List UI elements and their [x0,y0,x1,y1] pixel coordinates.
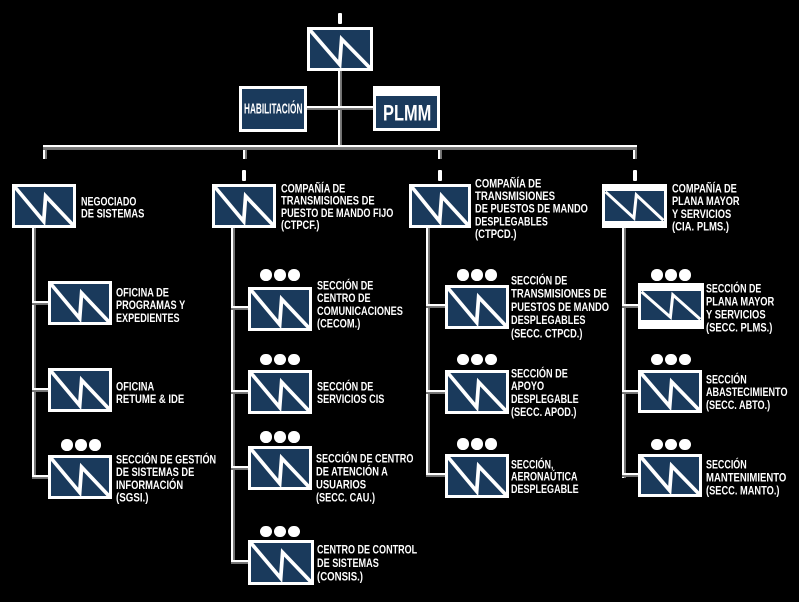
svg-text:ABASTECIMIENTO: ABASTECIMIENTO [706,386,788,399]
svg-text:NEGOCIADO: NEGOCIADO [81,195,136,208]
svg-text:SECCIÓN: SECCIÓN [706,373,747,386]
svg-text:DE SISTEMAS: DE SISTEMAS [317,557,379,570]
svg-text:AERONAÚTICA: AERONAÚTICA [511,471,578,484]
svg-text:DE ATENCIÓN A: DE ATENCIÓN A [316,466,388,479]
svg-text:SECCIÓN DE: SECCIÓN DE [511,367,568,380]
svg-text:HABILITACIÓN: HABILITACIÓN [244,100,302,118]
svg-text:(SECC. MANTO.): (SECC. MANTO.) [706,484,780,497]
svg-text:(SECC. CAU.): (SECC. CAU.) [316,492,375,505]
svg-text:DESPLEGABLES: DESPLEGABLES [511,314,586,327]
svg-text:SECCIÓN,: SECCIÓN, [511,459,553,472]
svg-text:DE SISTEMAS DE: DE SISTEMAS DE [116,466,195,479]
svg-text:USUARIOS: USUARIOS [316,479,366,492]
svg-text:SECCIÓN DE: SECCIÓN DE [317,279,374,292]
svg-text:TRANSMISIONES DE: TRANSMISIONES DE [281,195,375,208]
svg-text:DE SISTEMAS: DE SISTEMAS [81,208,145,221]
svg-text:(CONSIS.): (CONSIS.) [317,571,363,584]
svg-text:APOYO: APOYO [511,380,544,393]
svg-text:PUESTO DE MANDO FIJO: PUESTO DE MANDO FIJO [281,207,393,220]
svg-text:COMPAÑÍA DE: COMPAÑÍA DE [475,177,542,190]
svg-text:DESPLEGABLE: DESPLEGABLE [511,484,579,497]
svg-text:SECCIÓN DE GESTIÓN: SECCIÓN DE GESTIÓN [116,454,216,467]
svg-text:CENTRO DE CONTROL: CENTRO DE CONTROL [317,544,417,557]
svg-text:MANTENIMIENTO: MANTENIMIENTO [706,471,786,484]
svg-text:(CTPCD.): (CTPCD.) [475,228,517,241]
svg-text:COMPAÑÍA DE: COMPAÑÍA DE [281,183,346,196]
svg-text:TRANSMISIONES DE: TRANSMISIONES DE [511,287,607,300]
svg-text:COMUNICACIONES: COMUNICACIONES [317,305,403,318]
svg-text:(SECC. PLMS.): (SECC. PLMS.) [706,321,773,334]
svg-text:PLANA MAYOR: PLANA MAYOR [706,295,775,308]
svg-text:PUESTOS DE MANDO: PUESTOS DE MANDO [511,301,609,314]
svg-text:SECCIÓN DE CENTRO: SECCIÓN DE CENTRO [316,453,413,466]
svg-text:SECCIÓN DE: SECCIÓN DE [511,274,568,287]
svg-text:DE PUESTOS DE MANDO: DE PUESTOS DE MANDO [475,202,588,215]
svg-text:SECCIÓN: SECCIÓN [706,458,747,471]
svg-text:Y SERVICIOS: Y SERVICIOS [706,308,766,321]
svg-text:(CECOM.): (CECOM.) [317,318,360,331]
svg-text:DESPLEGABLES: DESPLEGABLES [475,215,548,228]
svg-text:(SECC. APOD.): (SECC. APOD.) [511,406,577,419]
svg-text:(CIA. PLMS.): (CIA. PLMS.) [672,220,729,233]
svg-text:CENTRO DE: CENTRO DE [317,292,371,305]
svg-text:SERVICIOS CIS: SERVICIOS CIS [317,393,385,406]
svg-text:(CTPCF.): (CTPCF.) [281,220,320,233]
svg-text:TRANSMISIONES: TRANSMISIONES [475,190,555,203]
svg-text:EXPEDIENTES: EXPEDIENTES [116,312,180,325]
svg-text:DESPLEGABLE: DESPLEGABLE [511,393,579,406]
svg-text:INFORMACIÓN: INFORMACIÓN [116,479,183,492]
svg-text:(SECC. CTPCD.): (SECC. CTPCD.) [511,327,583,340]
svg-text:PROGRAMAS Y: PROGRAMAS Y [116,299,185,312]
svg-text:SECCIÓN DE: SECCIÓN DE [317,380,374,393]
svg-text:PLMM: PLMM [383,101,431,126]
svg-text:Y SERVICIOS: Y SERVICIOS [672,208,731,221]
svg-text:OFICINA DE: OFICINA DE [116,287,169,300]
svg-text:RETUME & IDE: RETUME & IDE [116,393,184,406]
svg-text:(SGSI.): (SGSI.) [116,492,149,505]
svg-text:PLANA MAYOR: PLANA MAYOR [672,195,740,208]
svg-text:OFICINA: OFICINA [116,380,155,393]
svg-text:COMPAÑÍA DE: COMPAÑÍA DE [672,182,737,195]
svg-text:SECCIÓN DE: SECCIÓN DE [706,282,761,295]
svg-text:(SECC. ABTO.): (SECC. ABTO.) [706,399,770,412]
